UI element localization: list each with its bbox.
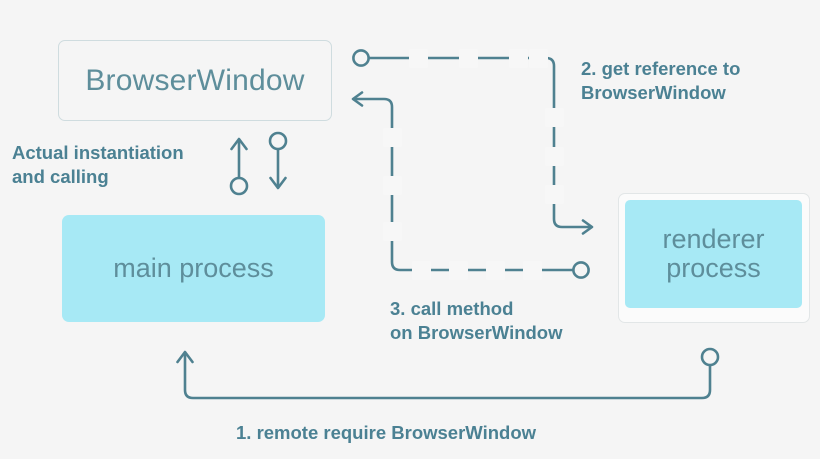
- remote-require-connector-path: [183, 353, 712, 400]
- call-method-origin-dot: [572, 261, 590, 279]
- remote-require-origin-dot: [700, 347, 720, 367]
- browser-window-node[interactable]: BrowserWindow: [58, 40, 332, 121]
- calling-down-arrowhead: [269, 176, 287, 190]
- instantiation-up-dot: [229, 176, 249, 196]
- main-process-node[interactable]: main process: [62, 215, 325, 322]
- calling-down-dot: [268, 131, 288, 151]
- browser-window-label: BrowserWindow: [85, 63, 305, 97]
- instantiation-up-arrowhead: [230, 137, 248, 151]
- call-method-arrowhead: [351, 91, 364, 107]
- main-process-label: main process: [113, 253, 274, 283]
- get-reference-arrowhead: [581, 219, 594, 235]
- annotation-step-1: 1. remote require BrowserWindow: [236, 422, 537, 443]
- annotation-actual-instantiation: Actual instantiation and calling: [12, 142, 184, 187]
- annotation-step-3: 3. call method on BrowserWindow: [390, 298, 563, 343]
- renderer-process-label: renderer process: [662, 224, 765, 283]
- get-reference-origin-dot: [352, 49, 370, 67]
- dash-mask-blocks: [383, 49, 564, 280]
- renderer-process-node[interactable]: renderer process: [625, 200, 802, 308]
- annotation-step-2: 2. get reference to BrowserWindow: [581, 58, 741, 103]
- get-reference-connector-path: [367, 56, 591, 229]
- call-method-connector-path: [354, 97, 575, 272]
- remote-require-arrowhead: [176, 350, 194, 364]
